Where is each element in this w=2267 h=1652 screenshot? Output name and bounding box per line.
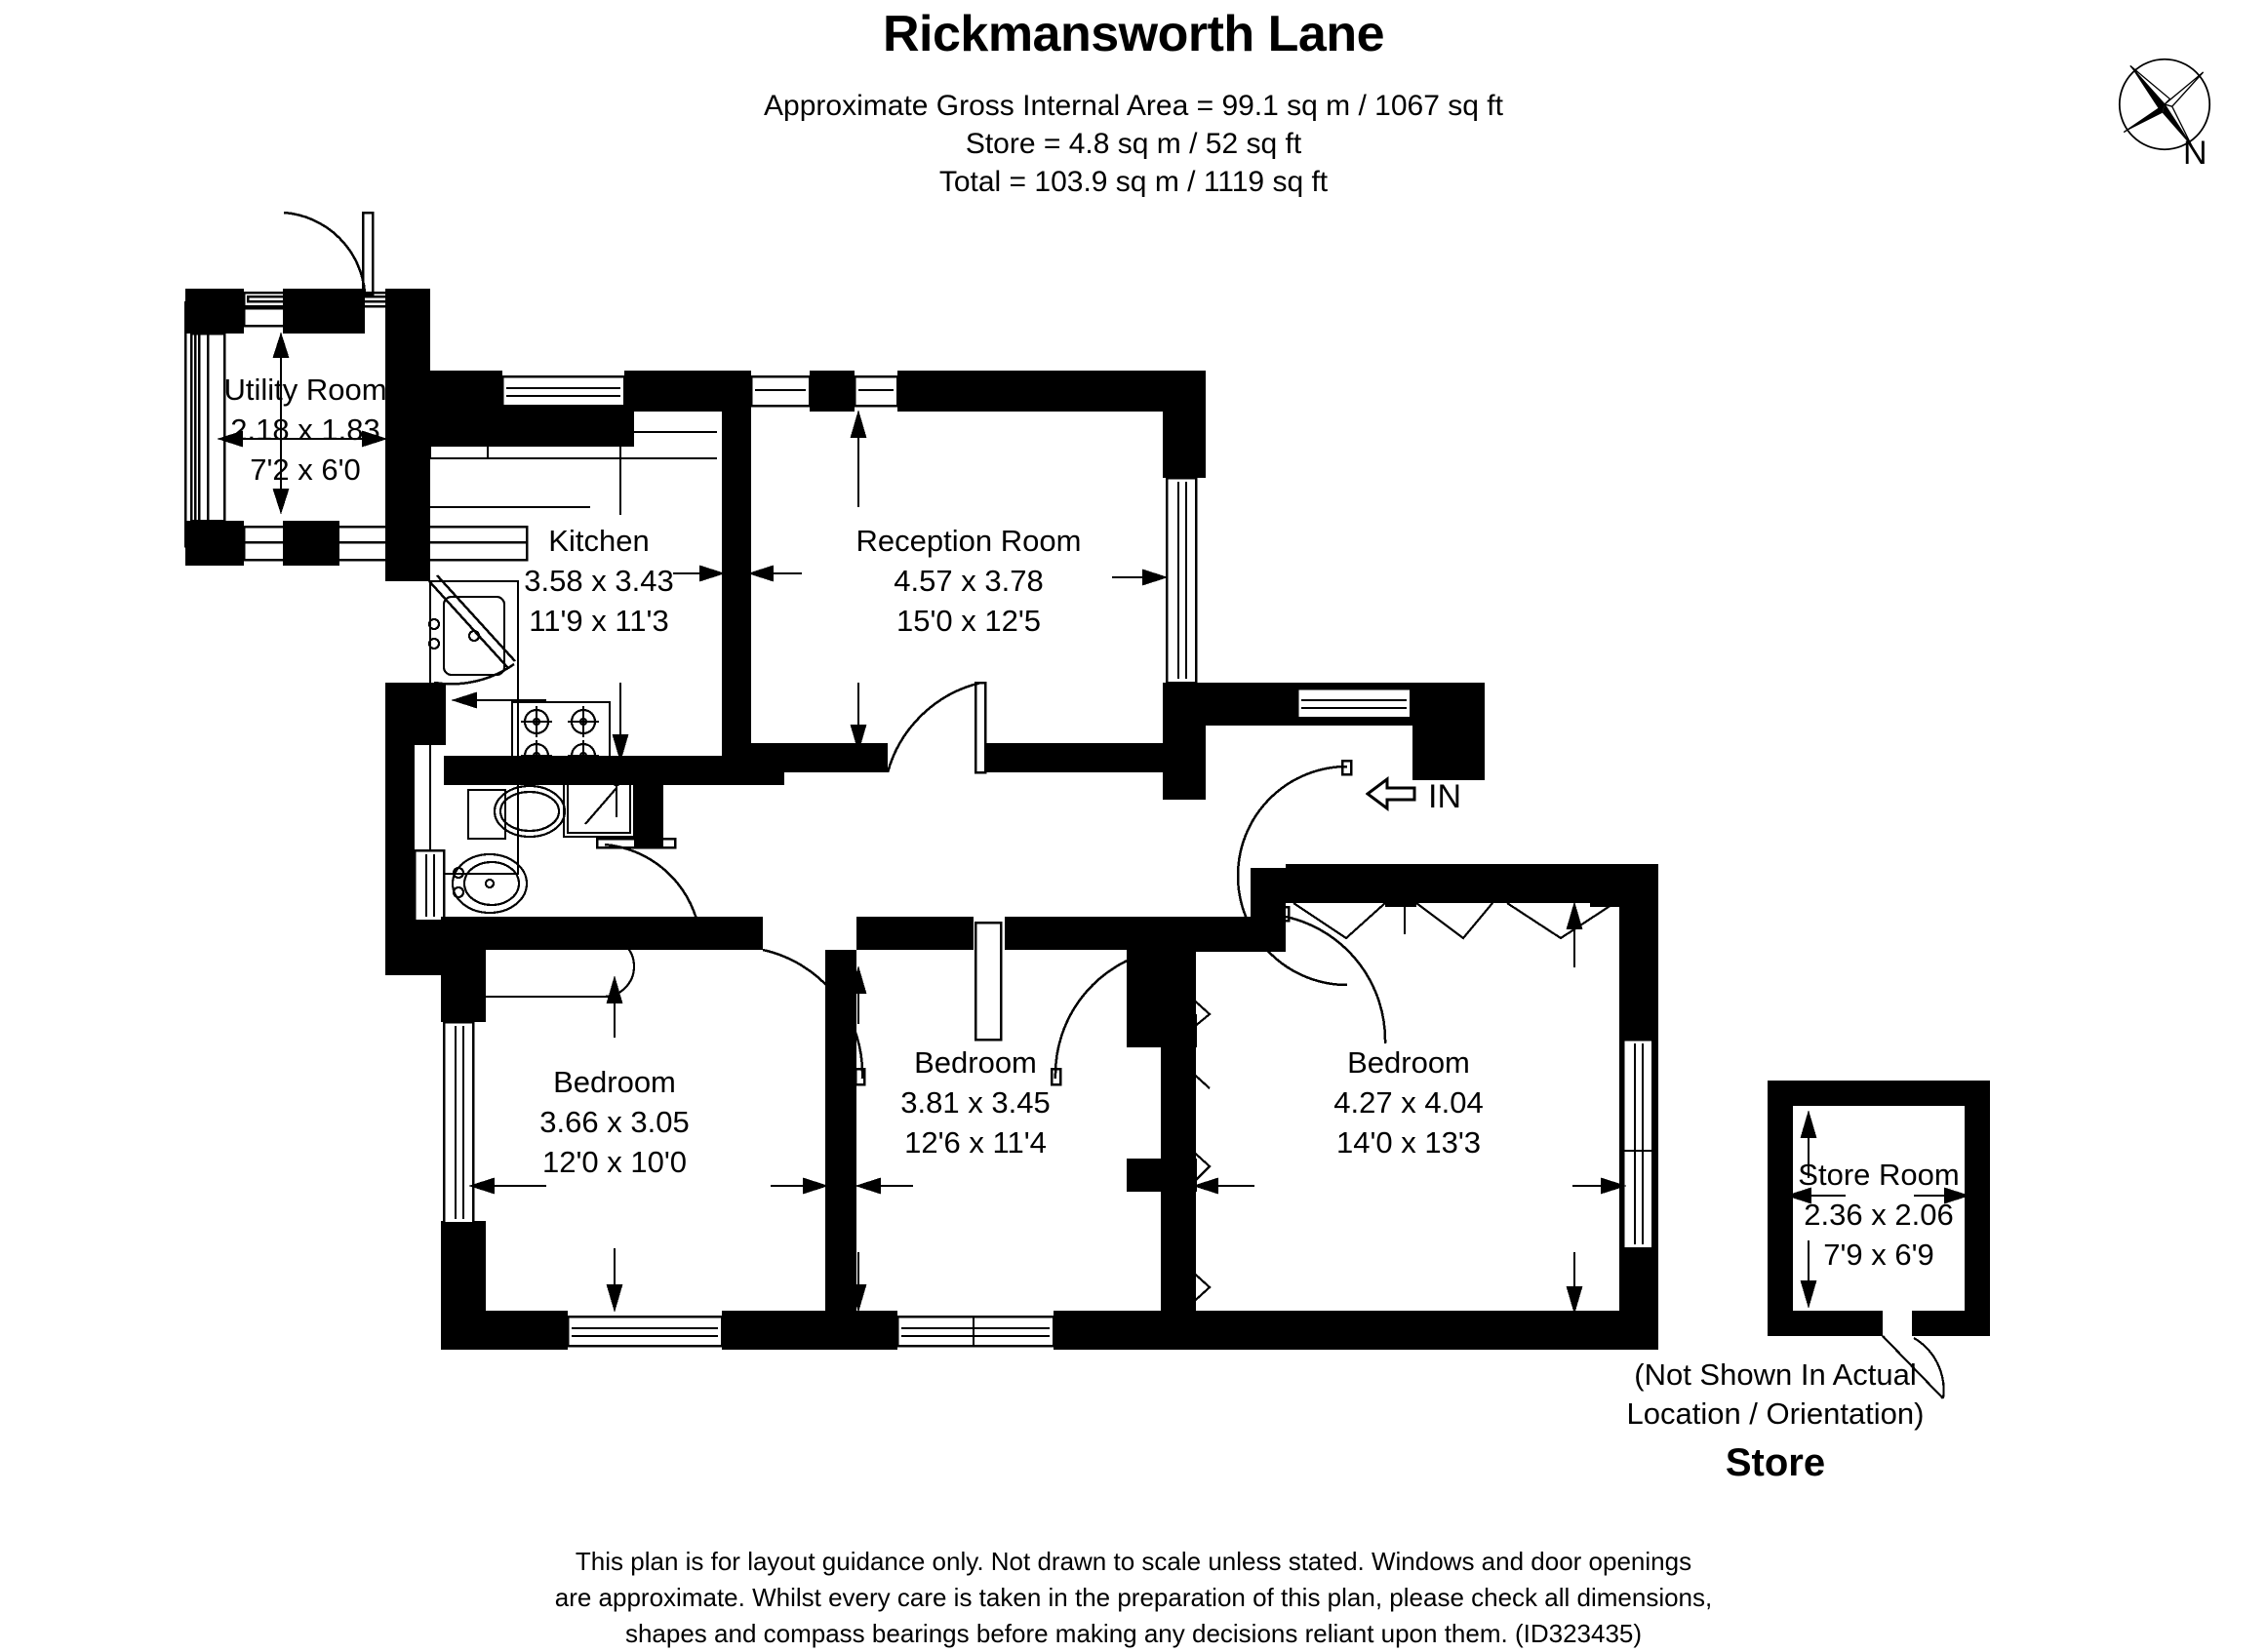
plan-header: Rickmansworth Lane Approximate Gross Int… — [0, 0, 2267, 201]
area-line-gross: Approximate Gross Internal Area = 99.1 s… — [764, 89, 1503, 122]
room-dims-metric: 2.36 x 2.06 — [1804, 1197, 1954, 1232]
store-note-line-2: Location / Orientation) — [1626, 1396, 1925, 1431]
room-label-store-room: Store Room 2.36 x 2.06 7'9 x 6'9 — [1798, 1156, 1959, 1276]
compass-rose-icon: N — [2111, 51, 2218, 177]
room-name: Kitchen — [548, 524, 650, 558]
room-label-bedroom-right: Bedroom 4.27 x 4.04 14'0 x 13'3 — [1333, 1043, 1483, 1163]
room-dims-imperial: 7'2 x 6'0 — [250, 452, 361, 487]
room-dims-metric: 2.18 x 1.83 — [230, 412, 380, 447]
disclaimer-line-2: are approximate. Whilst every care is ta… — [554, 1582, 1713, 1612]
room-name: Reception Room — [855, 524, 1082, 558]
room-dims-metric: 4.27 x 4.04 — [1333, 1084, 1484, 1120]
room-dims-imperial: 15'0 x 12'5 — [895, 603, 1041, 638]
room-label-bedroom-left: Bedroom 3.66 x 3.05 12'0 x 10'0 — [539, 1063, 689, 1183]
store-heading: Store — [1725, 1441, 1826, 1484]
store-location-note: (Not Shown In Actual Location / Orientat… — [1546, 1356, 2005, 1433]
room-name: Bedroom — [553, 1065, 676, 1099]
disclaimer-line-3: shapes and compass bearings before makin… — [624, 1618, 1643, 1648]
room-name: Bedroom — [1347, 1045, 1470, 1080]
room-dims-imperial: 7'9 x 6'9 — [1823, 1237, 1934, 1272]
compass-north-label: N — [2183, 135, 2207, 172]
room-name: Utility Room — [223, 373, 387, 407]
room-dims-metric: 3.66 x 3.05 — [539, 1104, 690, 1139]
room-dims-metric: 4.57 x 3.78 — [894, 563, 1044, 598]
room-dims-imperial: 12'6 x 11'4 — [904, 1124, 1047, 1160]
room-dims-metric: 3.58 x 3.43 — [524, 563, 674, 598]
room-dims-imperial: 12'0 x 10'0 — [541, 1144, 687, 1179]
area-summary: Approximate Gross Internal Area = 99.1 s… — [0, 87, 2267, 201]
area-line-total: Total = 103.9 sq m / 1119 sq ft — [938, 165, 1329, 198]
room-dims-metric: 3.81 x 3.45 — [900, 1084, 1051, 1120]
room-dims-imperial: 11'9 x 11'3 — [529, 603, 669, 638]
room-label-kitchen: Kitchen 3.58 x 3.43 11'9 x 11'3 — [524, 522, 673, 642]
room-name: Bedroom — [914, 1045, 1037, 1080]
room-label-reception-room: Reception Room 4.57 x 3.78 15'0 x 12'5 — [856, 522, 1082, 642]
room-name: Store Room — [1798, 1158, 1960, 1192]
store-note-line-1: (Not Shown In Actual — [1634, 1357, 1917, 1392]
entrance-marker: IN — [1365, 775, 1461, 817]
page-title: Rickmansworth Lane — [882, 6, 1385, 62]
disclaimer: This plan is for layout guidance only. N… — [0, 1544, 2267, 1652]
room-label-utility-room: Utility Room 2.18 x 1.83 7'2 x 6'0 — [223, 371, 386, 491]
room-dims-imperial: 14'0 x 13'3 — [1335, 1124, 1481, 1160]
disclaimer-line-1: This plan is for layout guidance only. N… — [575, 1547, 1692, 1576]
entrance-label: IN — [1428, 777, 1461, 815]
arrow-left-icon — [1365, 775, 1416, 817]
room-label-bedroom-middle: Bedroom 3.81 x 3.45 12'6 x 11'4 — [900, 1043, 1050, 1163]
area-line-store: Store = 4.8 sq m / 52 sq ft — [965, 127, 1302, 160]
